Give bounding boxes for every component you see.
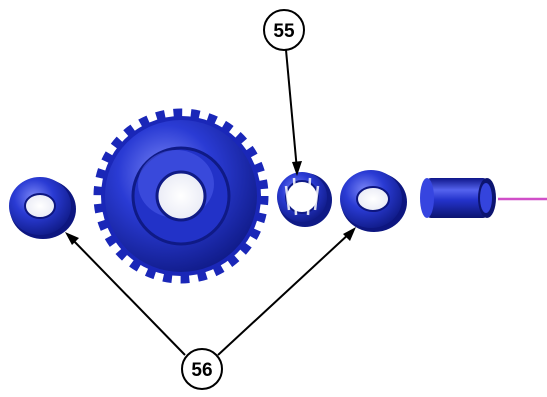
flat-washer-right [340,170,407,232]
bushing-sleeve [420,178,496,218]
callout-55-label: 55 [273,21,295,42]
leader-line-55 [286,50,302,176]
needle-bearing [277,172,332,227]
callout-56-label: 56 [191,360,212,381]
callout-56: 56 [182,349,222,389]
flat-washer-left [9,177,76,239]
spur-gear [101,116,261,276]
callout-55: 55 [264,10,304,50]
